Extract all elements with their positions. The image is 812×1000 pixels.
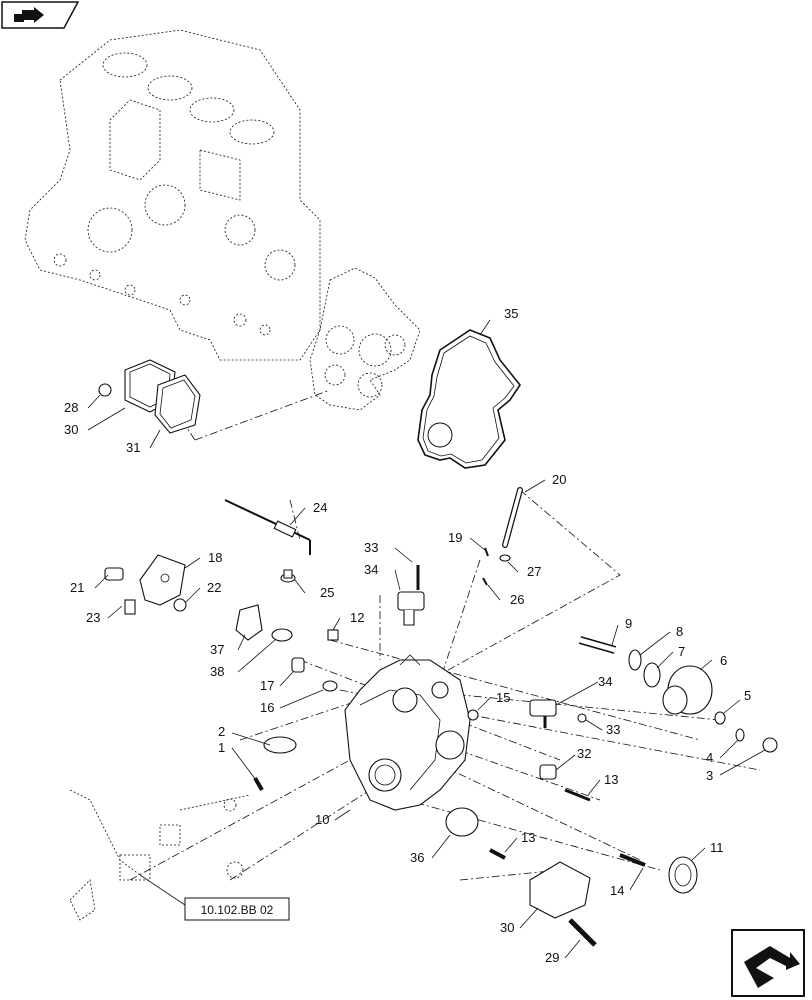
leader-lines bbox=[87, 319, 766, 959]
callout-13-right: 13 bbox=[604, 772, 618, 787]
fastener-25 bbox=[280, 569, 296, 583]
callout-31: 31 bbox=[126, 440, 140, 455]
cover-plate-30-bottom bbox=[529, 861, 591, 919]
plug-12 bbox=[327, 629, 339, 641]
callout-35: 35 bbox=[504, 306, 518, 321]
callout-30: 30 bbox=[64, 422, 78, 437]
washer-16 bbox=[322, 680, 338, 692]
bolt-29 bbox=[568, 918, 597, 947]
nut-3 bbox=[762, 737, 778, 753]
callout-11: 11 bbox=[710, 840, 724, 855]
nut-28 bbox=[98, 383, 112, 397]
callout-4: 4 bbox=[706, 750, 713, 765]
callout-labels: 35 28 30 31 24 25 20 19 27 26 33 34 18 2… bbox=[64, 306, 751, 965]
callout-10: 10 bbox=[315, 812, 329, 827]
bolt-13-bottom bbox=[489, 848, 506, 860]
washer-27 bbox=[499, 554, 511, 562]
reference-box[interactable]: 10.102.BB 02 bbox=[139, 874, 290, 921]
previous-page-icon[interactable] bbox=[1, 1, 80, 29]
callout-33-bottom: 33 bbox=[606, 722, 620, 737]
callout-36: 36 bbox=[410, 850, 424, 865]
callout-25: 25 bbox=[320, 585, 334, 600]
bolt-1 bbox=[253, 776, 264, 792]
pin-26 bbox=[482, 577, 488, 586]
callout-6: 6 bbox=[720, 653, 727, 668]
washer-5 bbox=[714, 711, 726, 725]
o-ring-36 bbox=[445, 807, 479, 837]
bracket-18 bbox=[139, 554, 186, 606]
callout-22: 22 bbox=[207, 580, 221, 595]
pin-19 bbox=[484, 547, 489, 557]
callout-1: 1 bbox=[218, 740, 225, 755]
bolt-14 bbox=[619, 853, 646, 867]
fitting-21 bbox=[104, 567, 124, 581]
gasket-35 bbox=[417, 329, 521, 469]
callout-3: 3 bbox=[706, 768, 713, 783]
pulley-6 bbox=[662, 665, 713, 715]
o-ring-38 bbox=[271, 628, 293, 642]
callout-8: 8 bbox=[676, 624, 683, 639]
callout-14: 14 bbox=[610, 883, 624, 898]
callout-2: 2 bbox=[218, 724, 225, 739]
bolt-33-bottom bbox=[577, 713, 587, 723]
callout-15: 15 bbox=[496, 690, 510, 705]
callout-34-top: 34 bbox=[364, 562, 378, 577]
callout-29: 29 bbox=[545, 950, 559, 965]
callout-19: 19 bbox=[448, 530, 462, 545]
callout-27: 27 bbox=[527, 564, 541, 579]
reference-assembly-outline bbox=[69, 789, 251, 921]
callout-13-bottom: 13 bbox=[521, 830, 535, 845]
gasket-31 bbox=[154, 374, 201, 434]
nut-22 bbox=[173, 598, 187, 612]
callout-18: 18 bbox=[208, 550, 222, 565]
callout-9: 9 bbox=[625, 616, 632, 631]
callout-34-bottom: 34 bbox=[598, 674, 612, 689]
cap-37 bbox=[235, 604, 263, 641]
engine-block-outline bbox=[24, 29, 321, 361]
callout-26: 26 bbox=[510, 592, 524, 607]
bolt-20 bbox=[502, 487, 523, 548]
bearing-7 bbox=[643, 662, 661, 688]
callout-32: 32 bbox=[577, 746, 591, 761]
callout-17: 17 bbox=[260, 678, 274, 693]
callout-20: 20 bbox=[552, 472, 566, 487]
timing-plate-outline bbox=[309, 267, 421, 411]
nut-15 bbox=[467, 709, 479, 721]
callout-33-top: 33 bbox=[364, 540, 378, 555]
callout-5: 5 bbox=[744, 688, 751, 703]
callout-38: 38 bbox=[210, 664, 224, 679]
seal-11 bbox=[668, 856, 698, 894]
housing-10 bbox=[344, 654, 471, 811]
callout-30-bottom: 30 bbox=[500, 920, 514, 935]
callout-21: 21 bbox=[70, 580, 84, 595]
bolt-13-right bbox=[564, 788, 591, 802]
callout-12: 12 bbox=[350, 610, 364, 625]
ring-8 bbox=[628, 649, 642, 671]
sensor-34-top bbox=[397, 591, 425, 626]
callout-23: 23 bbox=[86, 610, 100, 625]
sensor-34-bottom bbox=[529, 699, 557, 728]
plug-17 bbox=[291, 657, 305, 673]
rod-24 bbox=[224, 499, 311, 555]
bolt-9 bbox=[578, 636, 617, 654]
fitting-32 bbox=[539, 764, 557, 780]
callout-7: 7 bbox=[678, 644, 685, 659]
next-page-icon[interactable] bbox=[731, 929, 805, 997]
callout-28: 28 bbox=[64, 400, 78, 415]
clamp-2 bbox=[263, 736, 297, 754]
callout-37: 37 bbox=[210, 642, 224, 657]
washer-4 bbox=[735, 728, 745, 742]
reference-box-label[interactable]: 10.102.BB 02 bbox=[201, 903, 274, 917]
callout-16: 16 bbox=[260, 700, 274, 715]
callout-24: 24 bbox=[313, 500, 327, 515]
spring-23 bbox=[124, 599, 136, 615]
